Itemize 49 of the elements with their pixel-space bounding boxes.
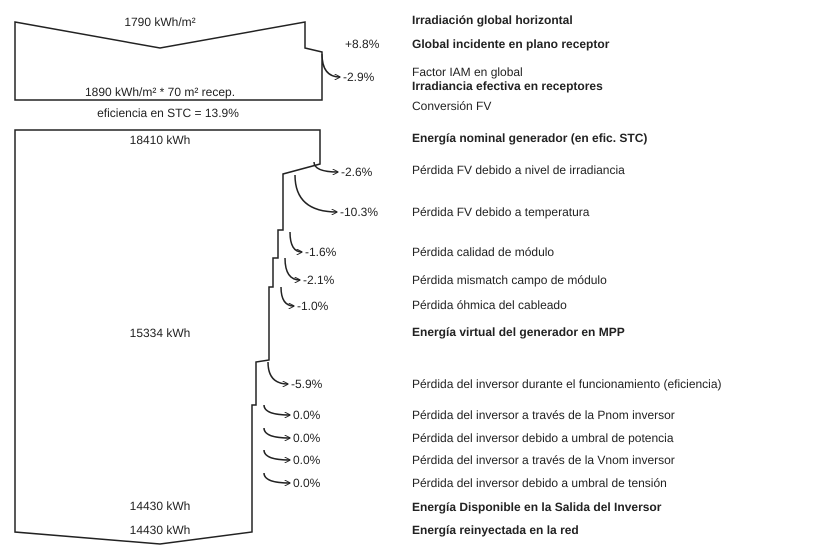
energy-value: 14430 kWh (130, 499, 190, 513)
loss-arrow (263, 404, 292, 418)
row-label: Pérdida del inversor debido a umbral de tensión (412, 476, 667, 490)
row-label: Conversión FV (412, 99, 492, 113)
loss-arrow (263, 472, 292, 486)
energy-value: 1790 kWh/m² (124, 15, 196, 29)
energy-value: 15334 kWh (130, 326, 190, 340)
loss-arrow (267, 362, 290, 388)
loss-percentage: -2.6% (341, 165, 372, 179)
efficiency-note: eficiencia en STC = 13.9% (97, 106, 239, 120)
gain-percentage: +8.8% (345, 37, 380, 51)
loss-percentage: 0.0% (293, 453, 320, 467)
loss-arrow (263, 450, 292, 464)
energy-value: 14430 kWh (130, 523, 190, 537)
energy-value: 1890 kWh/m² * 70 m² recep. (84, 85, 236, 99)
row-label: Pérdida mismatch campo de módulo (412, 273, 607, 287)
loss-arrow (289, 232, 304, 256)
row-label: Pérdida óhmica del cableado (412, 298, 567, 312)
row-label: Pérdida FV debido a temperatura (412, 205, 590, 219)
row-heading: Energía Disponible en la Salida del Inversor (412, 500, 662, 514)
row-heading: Global incidente en plano receptor (412, 37, 610, 51)
row-heading: Energía nominal generador (en efic. STC) (412, 131, 648, 145)
row-heading: Irradiancia efectiva en receptores (412, 79, 603, 93)
row-label: Pérdida del inversor a través de la Pnom inversor (412, 408, 675, 422)
loss-percentage: 0.0% (293, 431, 320, 445)
loss-arrow (280, 286, 296, 310)
row-label: Pérdida FV debido a nivel de irradiancia (412, 163, 625, 177)
row-label: Pérdida del inversor a través de la Vnom inversor (412, 453, 675, 467)
loss-percentage: 0.0% (293, 476, 320, 490)
loss-percentage: -2.9% (343, 70, 374, 84)
loss-percentage: -1.6% (305, 245, 336, 259)
row-label: Pérdida del inversor debido a umbral de potencia (412, 431, 674, 445)
loss-arrow (294, 174, 338, 216)
loss-arrow (321, 54, 342, 80)
loss-arrow (284, 258, 302, 284)
loss-percentage: -1.0% (297, 299, 328, 313)
loss-percentage: -5.9% (291, 377, 322, 391)
energy-value: 18410 kWh (130, 133, 190, 147)
loss-percentage: 0.0% (293, 408, 320, 422)
row-label: Factor IAM en global (412, 65, 523, 79)
loss-arrow (263, 428, 292, 442)
loss-percentage: -2.1% (303, 273, 334, 287)
row-label: Pérdida calidad de módulo (412, 245, 554, 259)
row-heading: Energía virtual del generador en MPP (412, 325, 625, 339)
row-label: Pérdida del inversor durante el funcionamiento (eficiencia) (412, 377, 722, 391)
row-heading: Irradiación global horizontal (412, 13, 573, 27)
row-heading: Energía reinyectada en la red (412, 523, 579, 537)
loss-percentage: -10.3% (340, 205, 378, 219)
loss-arrow (313, 162, 340, 176)
